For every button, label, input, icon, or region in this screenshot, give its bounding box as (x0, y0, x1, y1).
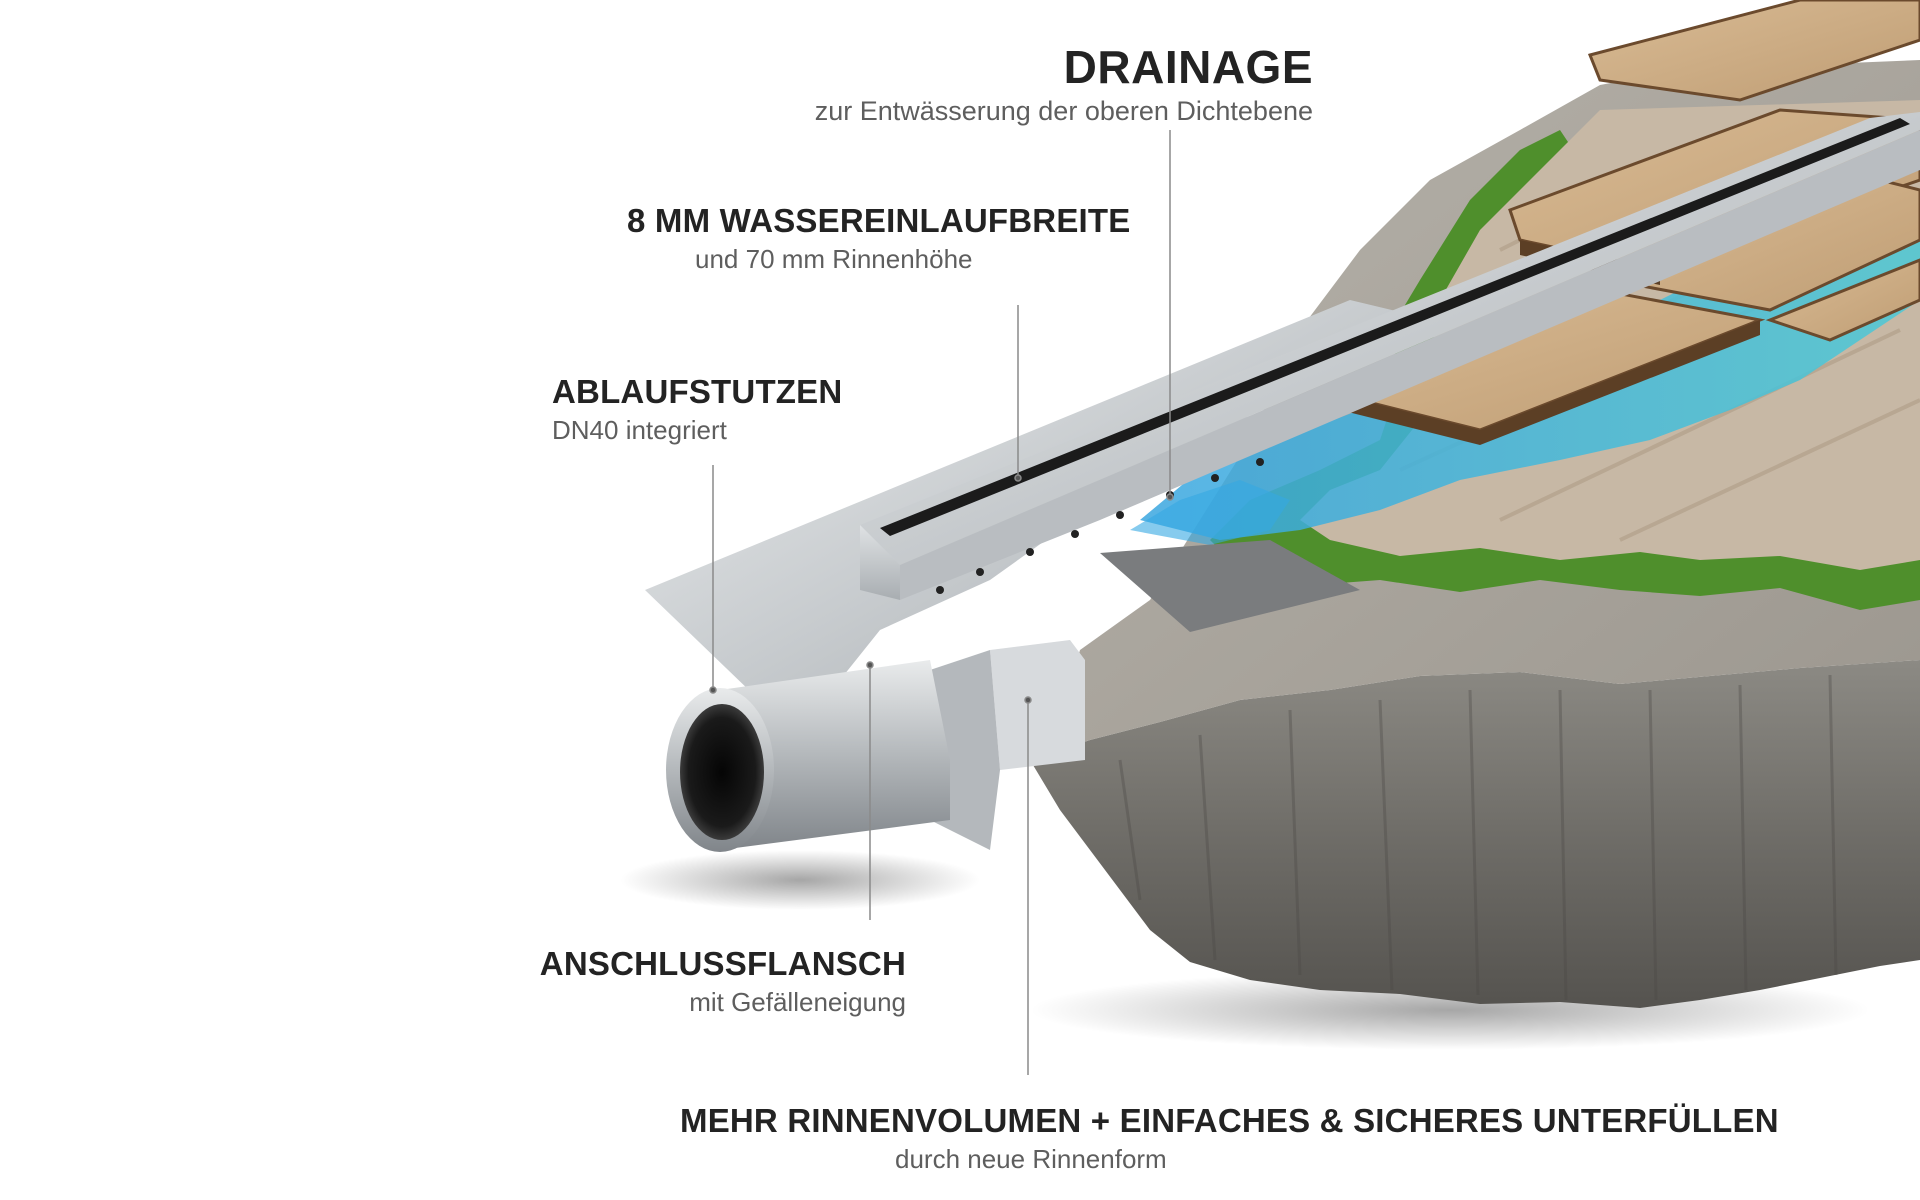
label-outlet-subtitle: DN40 integriert (552, 415, 727, 445)
water-flow-2 (1130, 480, 1290, 545)
pipe-shadow (620, 850, 980, 910)
concrete-side (1030, 660, 1920, 1008)
label-volume-subtitle: durch neue Rinnenform (895, 1144, 1167, 1174)
label-inlet-width: 8 MM WASSEREINLAUFBREITE und 70 mm Rinne… (627, 202, 1131, 275)
label-inlet-subtitle: und 70 mm Rinnenhöhe (695, 244, 973, 274)
label-flange-subtitle: mit Gefälleneigung (689, 987, 906, 1017)
seal-band (1100, 540, 1360, 632)
label-inlet-title: 8 MM WASSEREINLAUFBREITE (627, 202, 1131, 239)
channel-front (860, 525, 900, 600)
concrete-texture (1118, 674, 1838, 1001)
label-flange-title: ANSCHLUSSFLANSCH (539, 945, 906, 982)
outlet-box-front (990, 640, 1085, 770)
inlet-slot (880, 118, 1910, 536)
pipe-body (720, 660, 950, 850)
label-outlet-title: ABLAUFSTUTZEN (552, 373, 843, 410)
perforations (936, 458, 1264, 594)
leader-lines (709, 130, 1174, 1075)
channel-side (900, 130, 1920, 600)
label-drainage-title: DRAINAGE (1063, 41, 1313, 93)
label-volume-title: MEHR RINNENVOLUMEN + EINFACHES & SICHERE… (680, 1102, 1779, 1139)
label-outlet: ABLAUFSTUTZEN DN40 integriert (552, 373, 842, 446)
label-drainage-subtitle: zur Entwässerung der oberen Dichtebene (814, 96, 1313, 126)
pipe-opening (680, 704, 764, 840)
label-volume: MEHR RINNENVOLUMEN + EINFACHES & SICHERE… (680, 1102, 1779, 1175)
label-flange: ANSCHLUSSFLANSCH mit Gefälleneigung (540, 945, 906, 1018)
label-drainage: DRAINAGE zur Entwässerung der oberen Dic… (815, 40, 1313, 127)
